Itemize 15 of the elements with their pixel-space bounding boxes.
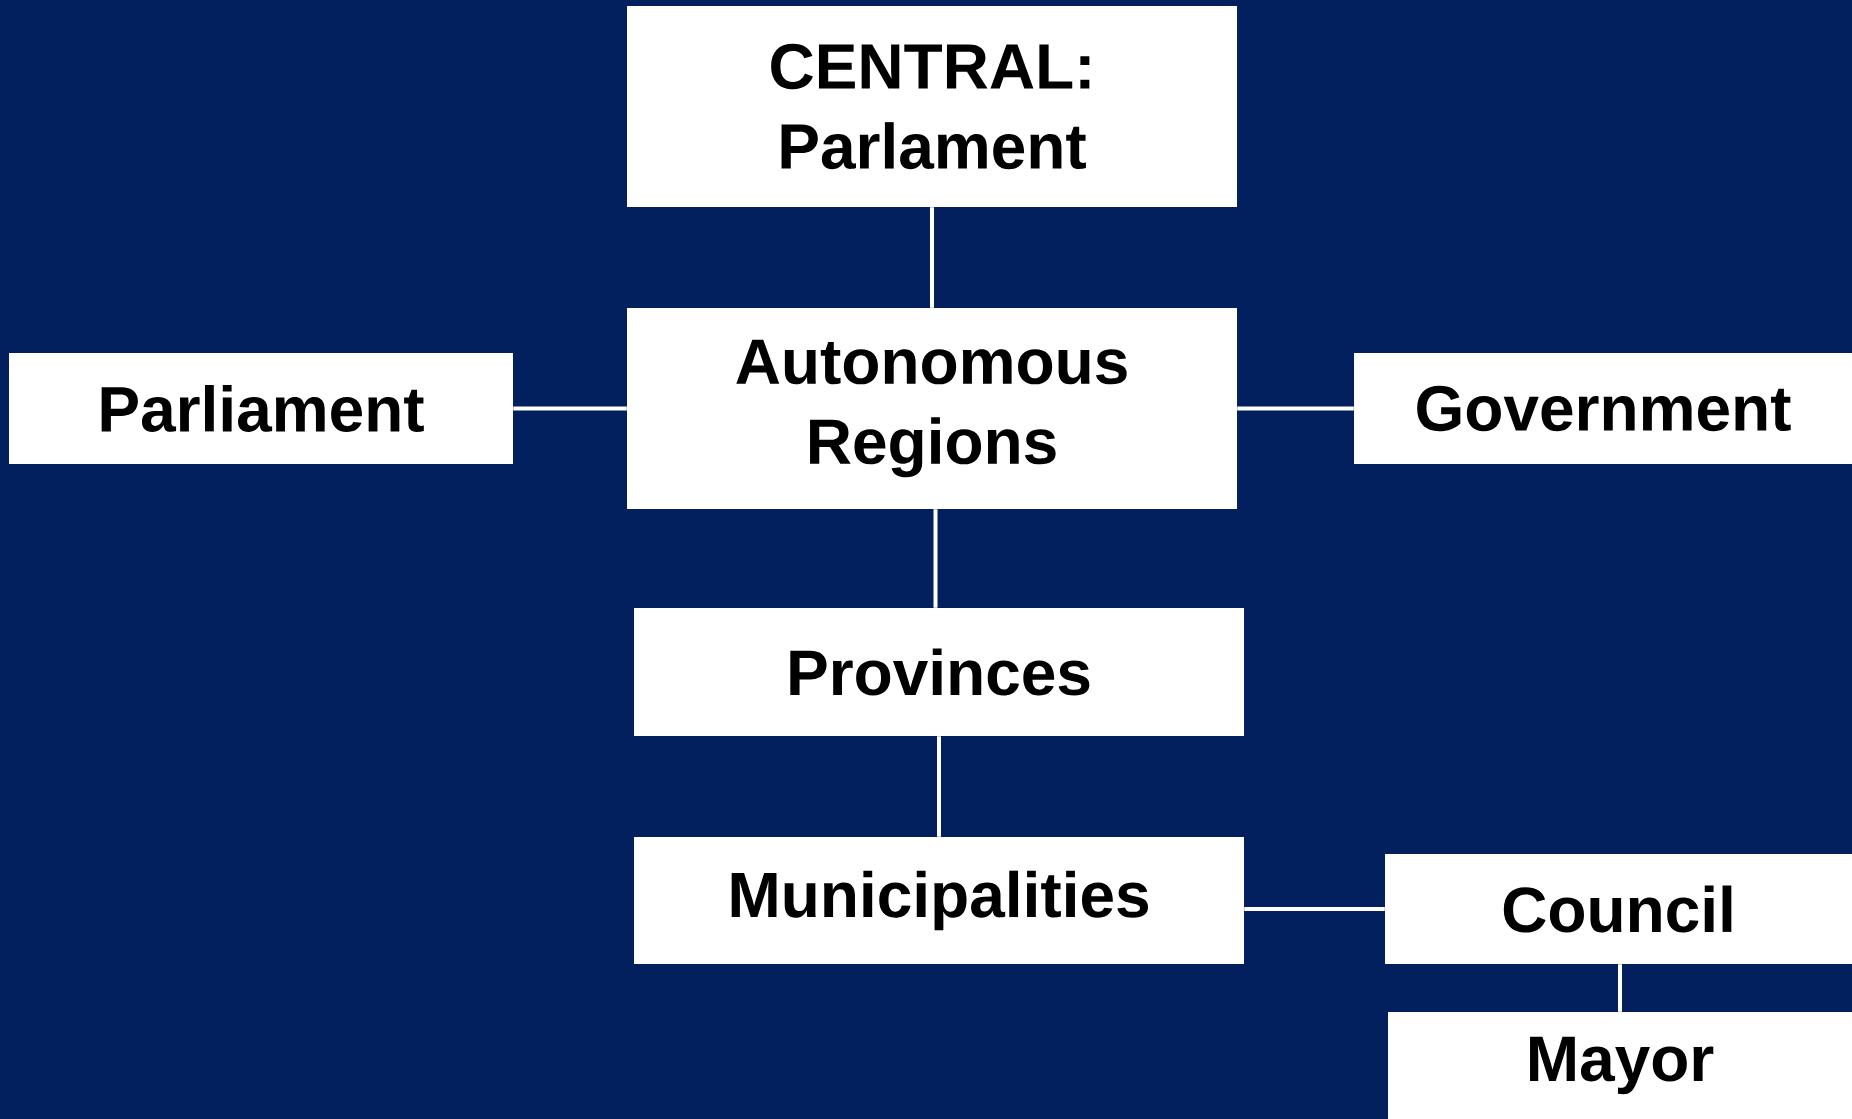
label-box: Council — [1385, 854, 1852, 964]
label-box: Autonomous Regions — [627, 308, 1237, 509]
connector-line — [930, 207, 934, 308]
label-box: Municipalities — [634, 837, 1244, 964]
connector-line — [937, 736, 941, 837]
label-box: Government — [1354, 353, 1852, 464]
label-box: Mayor — [1388, 1012, 1852, 1119]
label-box: CENTRAL: Parlament — [627, 6, 1237, 207]
label-box: Parliament — [9, 353, 513, 464]
connector-line — [513, 406, 627, 411]
connector-line — [1237, 406, 1354, 411]
connector-line — [933, 509, 938, 608]
label-box: Provinces — [634, 608, 1244, 736]
connector-line — [1618, 964, 1622, 1012]
connector-line — [1244, 907, 1385, 911]
